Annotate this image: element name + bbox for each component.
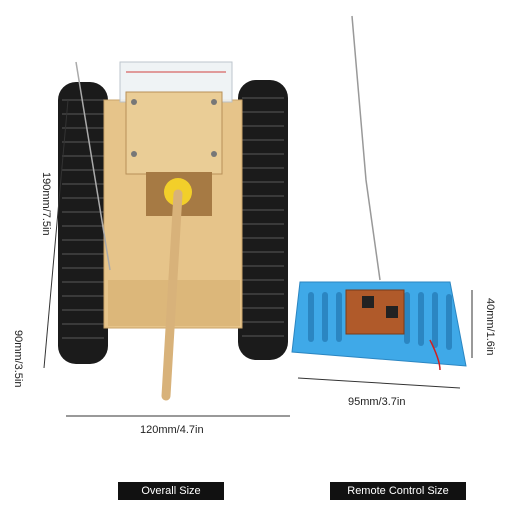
remote-antenna [351,15,381,281]
tank-height-label: 190mm/7.5in [40,172,52,236]
wooden-barrel [161,189,183,401]
tank-antenna [75,61,111,271]
overall-size-caption: Overall Size [118,482,224,500]
dim-line-tank-height [43,99,69,369]
tank-side-label: 90mm/3.5in [12,330,24,388]
right-track [238,80,288,360]
tank-width-label: 120mm/4.7in [140,424,204,436]
remote-size-caption: Remote Control Size [330,482,466,500]
remote-width-label: 95mm/3.7in [348,396,406,408]
dim-line-remote-width [297,377,461,389]
remote-height-label: 40mm/1.6in [484,298,496,356]
remote-control-board [291,281,467,371]
left-track [58,82,108,364]
